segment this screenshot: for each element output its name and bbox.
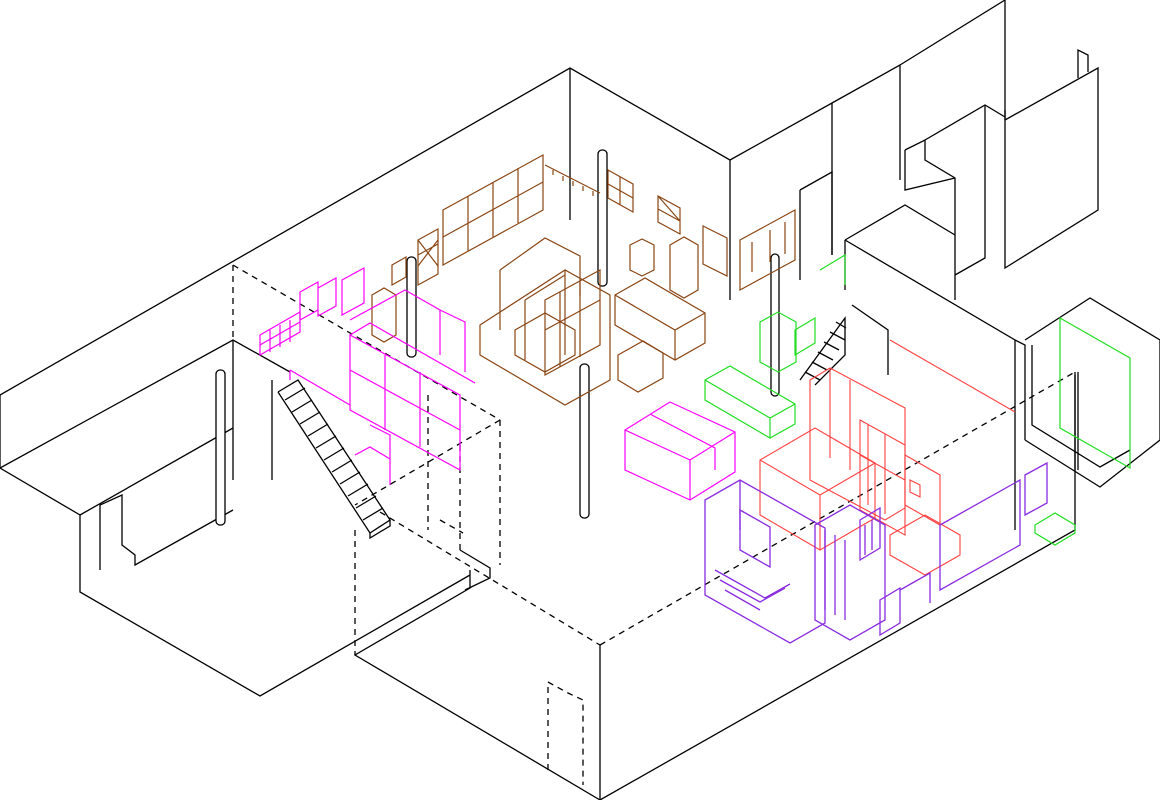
exhibit-brown: [371, 153, 796, 406]
exhibit-magenta: [259, 266, 736, 501]
staircase-left: [277, 379, 391, 540]
column: [597, 149, 608, 287]
exhibit-red: [759, 339, 1016, 576]
column: [406, 256, 417, 358]
column: [770, 253, 780, 397]
column: [215, 369, 226, 526]
exhibit-green: [704, 253, 1131, 546]
hidden-lines: [232, 264, 1076, 785]
staircase-right: [799, 315, 847, 386]
column: [579, 363, 590, 519]
exhibit-purple: [704, 461, 1048, 644]
columns: [215, 149, 780, 526]
